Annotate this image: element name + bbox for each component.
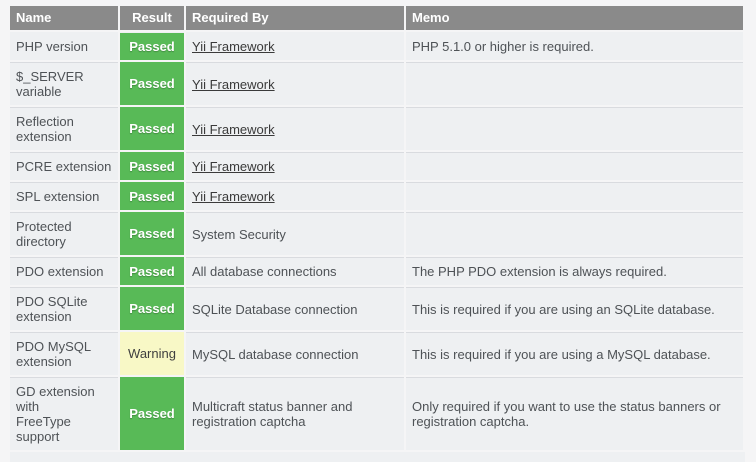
required-by-cell: Yii Framework: [186, 182, 404, 210]
memo-cell: PHP 5.1.0 or higher is required.: [406, 32, 743, 60]
result-badge: Warning: [120, 332, 184, 375]
requirement-name: PCRE extension: [10, 152, 118, 180]
memo-cell: [406, 152, 743, 180]
result-badge: Passed: [120, 107, 184, 150]
requirement-name: $_SERVER variable: [10, 62, 118, 105]
next-row-partially-visible: [10, 452, 745, 462]
required-by-cell: All database connections: [186, 257, 404, 285]
requirements-table: Name Result Required By Memo PHP version…: [8, 4, 745, 452]
result-badge: Passed: [120, 182, 184, 210]
required-by-cell: Yii Framework: [186, 107, 404, 150]
memo-cell: This is required if you are using a MySQ…: [406, 332, 743, 375]
memo-cell: [406, 182, 743, 210]
required-by-cell: SQLite Database connection: [186, 287, 404, 330]
memo-cell: [406, 212, 743, 255]
result-badge: Passed: [120, 152, 184, 180]
requirement-name: Protected directory: [10, 212, 118, 255]
table-header: Name Result Required By Memo: [10, 6, 743, 30]
memo-cell: This is required if you are using an SQL…: [406, 287, 743, 330]
result-badge: Passed: [120, 257, 184, 285]
required-by-link[interactable]: Yii Framework: [192, 39, 275, 54]
memo-cell: Only required if you want to use the sta…: [406, 377, 743, 450]
memo-cell: [406, 107, 743, 150]
memo-cell: The PHP PDO extension is always required…: [406, 257, 743, 285]
result-badge: Passed: [120, 377, 184, 450]
required-by-cell: Yii Framework: [186, 32, 404, 60]
required-by-link[interactable]: Yii Framework: [192, 121, 275, 137]
result-badge: Passed: [120, 32, 184, 60]
requirement-name: GD extension with FreeType support: [10, 377, 118, 450]
column-header-result: Result: [120, 6, 184, 30]
required-by-link[interactable]: Yii Framework: [192, 76, 275, 92]
requirement-name: SPL extension: [10, 182, 118, 210]
requirement-name: PHP version: [10, 32, 118, 60]
required-by-cell: Yii Framework: [186, 152, 404, 180]
required-by-link[interactable]: Yii Framework: [192, 159, 275, 174]
column-header-name: Name: [10, 6, 118, 30]
requirement-name: PDO extension: [10, 257, 118, 285]
column-header-memo: Memo: [406, 6, 743, 30]
requirement-name: Reflection extension: [10, 107, 118, 150]
required-by-cell: Multicraft status banner and registratio…: [186, 377, 404, 450]
required-by-cell: MySQL database connection: [186, 332, 404, 375]
memo-cell: [406, 62, 743, 105]
requirement-name: PDO SQLite extension: [10, 287, 118, 330]
required-by-link[interactable]: Yii Framework: [192, 189, 275, 204]
result-badge: Passed: [120, 287, 184, 330]
requirement-name: PDO MySQL extension: [10, 332, 118, 375]
table-header-row: Name Result Required By Memo: [10, 6, 743, 30]
result-badge: Passed: [120, 212, 184, 255]
result-badge: Passed: [120, 62, 184, 105]
column-header-required-by: Required By: [186, 6, 404, 30]
required-by-cell: Yii Framework: [186, 62, 404, 105]
required-by-cell: System Security: [186, 212, 404, 255]
